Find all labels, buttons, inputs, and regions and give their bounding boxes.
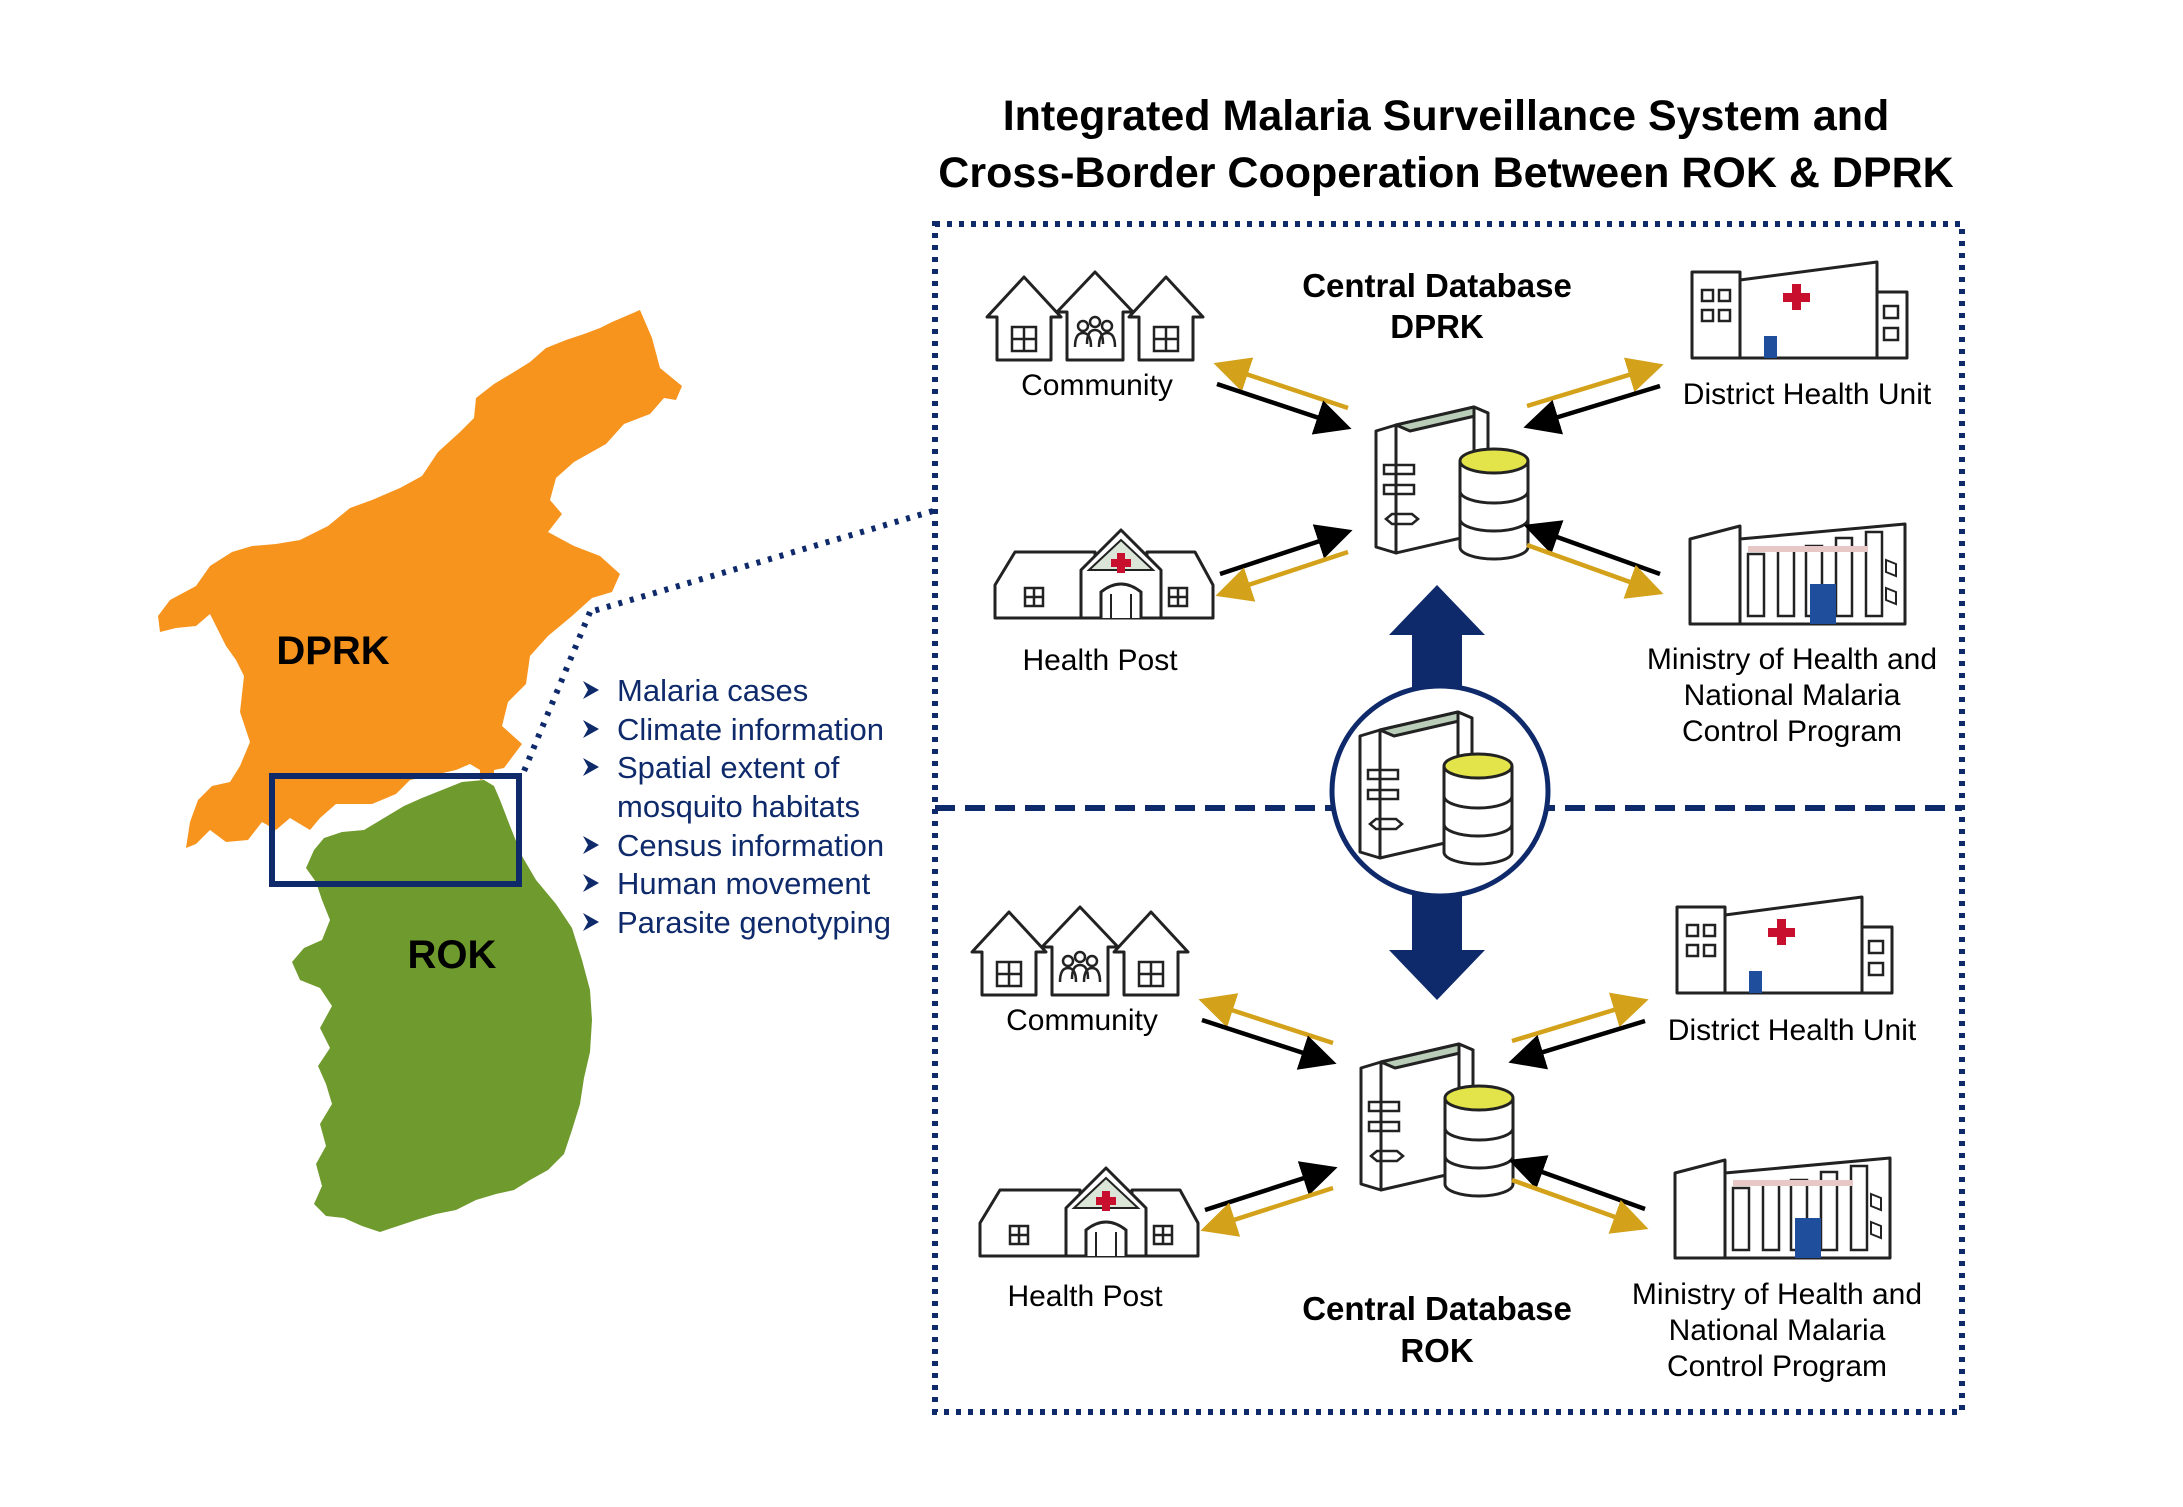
dprk-ministry-label-2: National Malaria bbox=[1684, 679, 1901, 712]
rok-ministry-building-icon bbox=[1673, 1156, 1892, 1260]
data-type-item: Parasite genotyping bbox=[583, 905, 891, 940]
data-type-item: Climate information bbox=[583, 712, 884, 747]
rok-arrow-db-to-community bbox=[1198, 993, 1334, 1046]
bullet-arrow-icon bbox=[583, 681, 599, 699]
data-type-item: Spatial extent of mosquito habitats bbox=[583, 750, 860, 824]
rok-community-icon bbox=[970, 905, 1190, 997]
dprk-data-flow-arrows bbox=[1213, 357, 1664, 602]
dprk-db-subtitle: DPRK bbox=[1390, 308, 1484, 345]
rok-arrow-community-to-db bbox=[1201, 1017, 1337, 1070]
dprk-ministry-label-1: Ministry of Health and bbox=[1647, 643, 1937, 676]
rok-data-flow-arrows bbox=[1198, 992, 1649, 1237]
diagram-title-line2: Cross-Border Cooperation Between ROK & D… bbox=[938, 149, 1953, 197]
rok-health-post-icon bbox=[978, 1166, 1200, 1258]
zoom-connector-lower bbox=[519, 610, 593, 778]
zoom-connector bbox=[519, 508, 934, 778]
dprk-map-label: DPRK bbox=[276, 629, 389, 673]
border-zoom-box bbox=[269, 773, 522, 887]
korea-map: DPRK ROK bbox=[158, 310, 682, 1232]
data-type-text: Climate information bbox=[617, 712, 884, 747]
data-type-item: Malaria cases bbox=[583, 673, 808, 708]
dprk-ministry-label-3: Control Program bbox=[1682, 715, 1902, 748]
dprk-arrow-ministry-to-db bbox=[1523, 520, 1661, 577]
rok-ministry-label-3: Control Program bbox=[1667, 1350, 1887, 1383]
rok-system: Community Health Post District Health Un… bbox=[970, 895, 1922, 1383]
rok-district-hospital-icon bbox=[1675, 895, 1894, 995]
dprk-arrow-db-to-ministry bbox=[1526, 542, 1664, 599]
data-type-text: Malaria cases bbox=[617, 673, 808, 708]
surveillance-panel bbox=[932, 221, 1965, 1415]
dprk-district-hospital-icon bbox=[1690, 260, 1909, 360]
rok-district-label: District Health Unit bbox=[1668, 1014, 1917, 1047]
dprk-server-database-icon bbox=[1374, 405, 1530, 561]
dprk-health-post-icon bbox=[993, 528, 1215, 620]
rok-community-label: Community bbox=[1006, 1004, 1158, 1037]
dprk-arrow-healthpost-to-db bbox=[1219, 524, 1353, 577]
dprk-arrow-community-to-db bbox=[1216, 381, 1352, 435]
rok-arrow-db-to-district bbox=[1511, 992, 1649, 1044]
zoom-connector-upper bbox=[589, 508, 934, 615]
dprk-region bbox=[158, 310, 682, 998]
rok-arrow-district-to-db bbox=[1508, 1018, 1646, 1070]
data-type-text: Parasite genotyping bbox=[617, 905, 891, 940]
dprk-district-label: District Health Unit bbox=[1683, 378, 1932, 411]
bullet-arrow-icon bbox=[583, 913, 599, 931]
rok-db-title: Central Database bbox=[1302, 1290, 1572, 1327]
dprk-community-icon bbox=[985, 270, 1205, 362]
rok-ministry-label-1: Ministry of Health and bbox=[1632, 1278, 1922, 1311]
dprk-db-title: Central Database bbox=[1302, 267, 1572, 304]
data-type-text: Human movement bbox=[617, 866, 871, 901]
rok-arrow-healthpost-to-db bbox=[1204, 1161, 1338, 1213]
dprk-arrow-db-to-healthpost bbox=[1215, 549, 1349, 602]
bullet-arrow-icon bbox=[583, 836, 599, 854]
diagram-title-line1: Integrated Malaria Surveillance System a… bbox=[1003, 92, 1890, 140]
data-type-item: Census information bbox=[583, 828, 884, 863]
bullet-arrow-icon bbox=[583, 758, 599, 776]
bullet-arrow-icon bbox=[583, 720, 599, 738]
data-type-text: Census information bbox=[617, 828, 884, 863]
dprk-system: Central Database DPRK Community Health P… bbox=[985, 260, 1937, 748]
data-types-list: Malaria cases Climate information Spatia… bbox=[583, 673, 891, 940]
dprk-health-post-label: Health Post bbox=[1022, 644, 1178, 677]
rok-ministry-label-2: National Malaria bbox=[1669, 1314, 1886, 1347]
dprk-ministry-building-icon bbox=[1688, 522, 1907, 626]
rok-server-database-icon bbox=[1359, 1042, 1515, 1198]
data-type-item: Human movement bbox=[583, 866, 871, 901]
data-type-text: Spatial extent of bbox=[617, 750, 840, 785]
rok-arrow-db-to-healthpost bbox=[1200, 1185, 1334, 1237]
rok-map-label: ROK bbox=[408, 933, 497, 977]
rok-region bbox=[292, 780, 592, 1232]
dprk-community-label: Community bbox=[1021, 369, 1173, 402]
dprk-arrow-db-to-community bbox=[1213, 357, 1349, 411]
dprk-arrow-db-to-district bbox=[1526, 357, 1664, 409]
rok-health-post-label: Health Post bbox=[1007, 1280, 1163, 1313]
rok-arrow-db-to-ministry bbox=[1511, 1177, 1649, 1234]
dprk-arrow-district-to-db bbox=[1523, 383, 1661, 435]
bullet-arrow-icon bbox=[583, 874, 599, 892]
data-type-text-continued: mosquito habitats bbox=[617, 789, 860, 824]
rok-arrow-ministry-to-db bbox=[1508, 1155, 1646, 1212]
rok-db-subtitle: ROK bbox=[1400, 1332, 1474, 1369]
cross-border-exchange bbox=[1329, 585, 1551, 1000]
